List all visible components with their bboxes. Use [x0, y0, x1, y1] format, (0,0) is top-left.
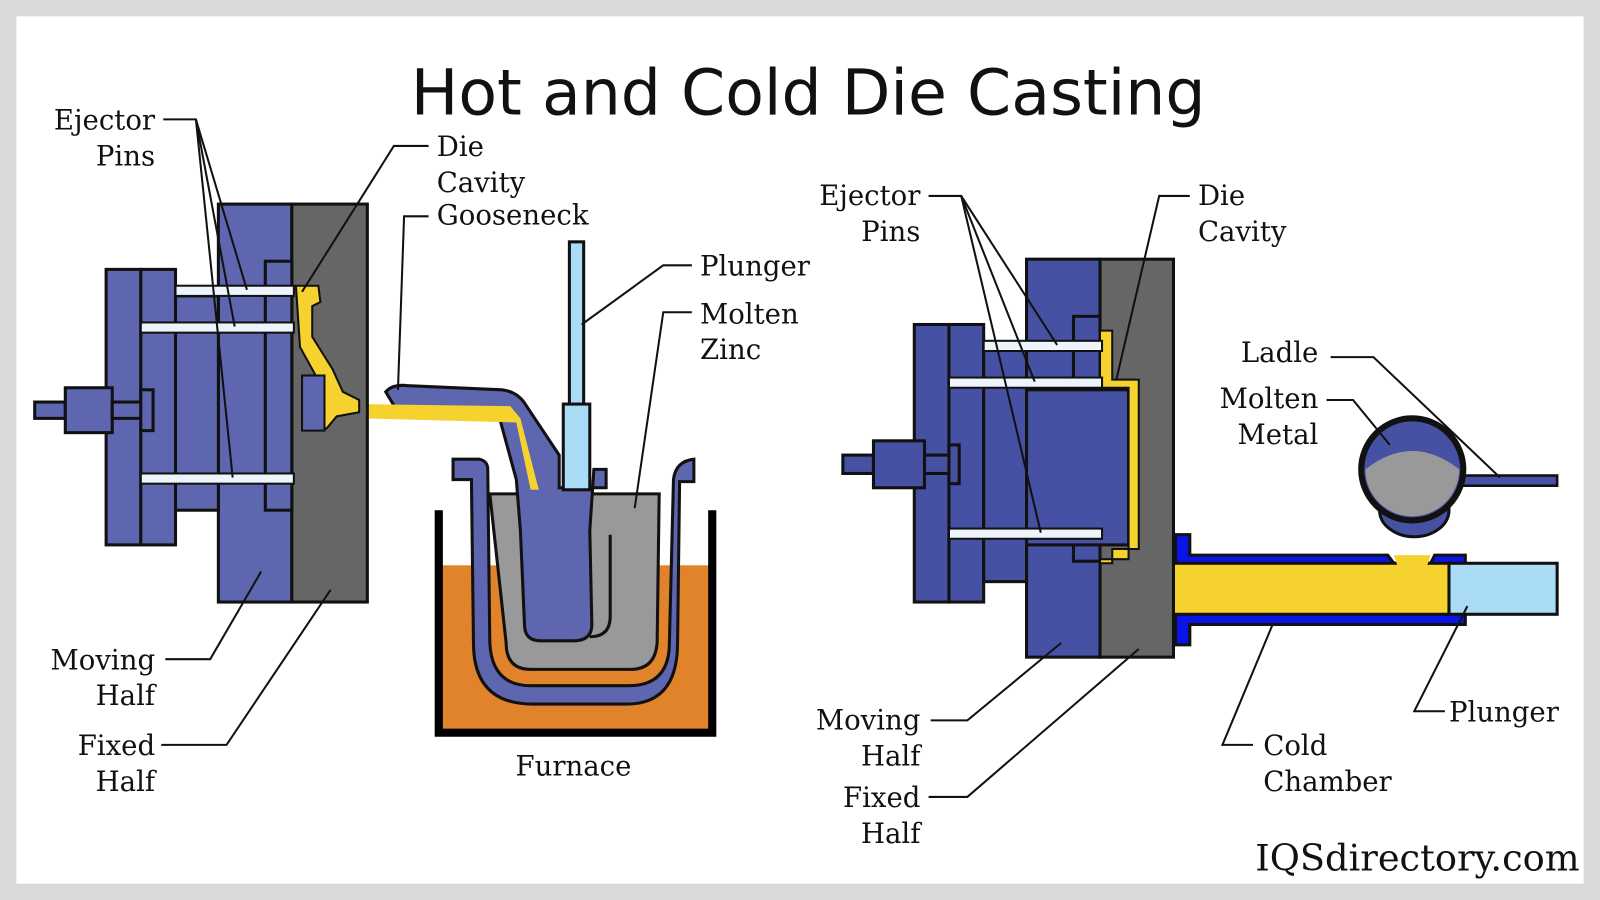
gooseneck-metal: [357, 404, 539, 490]
label-cold-ejector-pins-line2: Pins: [861, 216, 920, 248]
label-cold-chamber-line2: Chamber: [1263, 766, 1392, 798]
label-ejector-pins-line2: Pins: [96, 140, 155, 172]
ejector-pin: [947, 376, 1104, 389]
ejector-rod-collar: [947, 443, 961, 486]
label-cold-moving-half-line2: Half: [861, 740, 922, 772]
label-gooseneck: Gooseneck: [437, 199, 589, 231]
pour-hole: [1393, 555, 1431, 568]
label-die-cavity-line1: Die: [437, 131, 484, 163]
label-fixed-half-line1: Fixed: [78, 730, 155, 762]
label-cold-die-cavity-line2: Cavity: [1198, 216, 1287, 248]
label-cold-fixed-half-line2: Half: [861, 818, 922, 850]
label-cold-plunger: Plunger: [1449, 696, 1560, 728]
nozzle-block: [301, 374, 326, 432]
ejector-pin: [947, 527, 1104, 540]
label-cold-chamber-line1: Cold: [1263, 730, 1327, 762]
label-plunger: Plunger: [700, 251, 811, 283]
label-molten-zinc-line2: Zinc: [700, 334, 761, 366]
hot-leader-lines: [161, 118, 692, 746]
ladle-handle: [1457, 474, 1559, 487]
label-fixed-half-line2: Half: [96, 766, 157, 798]
label-moving-half-line2: Half: [96, 680, 157, 712]
gooseneck-chamber-edge: [589, 534, 612, 639]
label-molten-metal-line2: Metal: [1238, 419, 1319, 451]
die-cavity-metal: [1098, 329, 1140, 565]
ejector-pin: [982, 339, 1104, 353]
plunger-head: [561, 402, 592, 492]
gooseneck: [383, 383, 608, 643]
label-cold-ejector-pins-line1: Ejector: [819, 180, 921, 212]
ladle-molten-metal: [1365, 451, 1460, 517]
label-moving-half-line1: Moving: [51, 644, 156, 676]
outer-pot: [451, 457, 696, 706]
ejector-rod-collar: [139, 388, 155, 433]
hot-chamber-diagram: [33, 202, 717, 737]
label-molten-metal-line1: Molten: [1220, 383, 1319, 415]
core-insert: [263, 259, 294, 512]
label-ladle: Ladle: [1241, 337, 1318, 369]
ejector-rod: [841, 453, 875, 475]
ejector-rod-neck: [922, 453, 951, 475]
plunger: [1447, 561, 1559, 616]
label-die-cavity-line2: Cavity: [437, 167, 526, 199]
site-logo: IQSdirectory.com: [1255, 836, 1579, 879]
label-cold-fixed-half-line1: Fixed: [843, 782, 920, 814]
cold-leader-lines: [928, 194, 1501, 798]
cold-chamber-diagram: [841, 257, 1559, 659]
ejector-pin: [174, 284, 295, 297]
ejector-rod-head: [63, 386, 114, 435]
label-ejector-pins-line1: Ejector: [54, 105, 156, 137]
label-furnace: Furnace: [516, 751, 632, 783]
ejector-rod: [33, 400, 67, 420]
furnace-wall: [434, 510, 717, 737]
core: [1025, 388, 1131, 547]
label-molten-zinc-line1: Molten: [700, 298, 799, 330]
ejector-rod-neck: [110, 400, 143, 420]
ejector-rod-head: [871, 439, 927, 490]
label-cold-die-cavity-line1: Die: [1198, 180, 1245, 212]
page-title: Hot and Cold Die Casting: [411, 55, 1206, 129]
ladle: [1358, 415, 1559, 539]
ejector-pin: [139, 472, 295, 485]
label-cold-moving-half-line1: Moving: [816, 705, 921, 737]
